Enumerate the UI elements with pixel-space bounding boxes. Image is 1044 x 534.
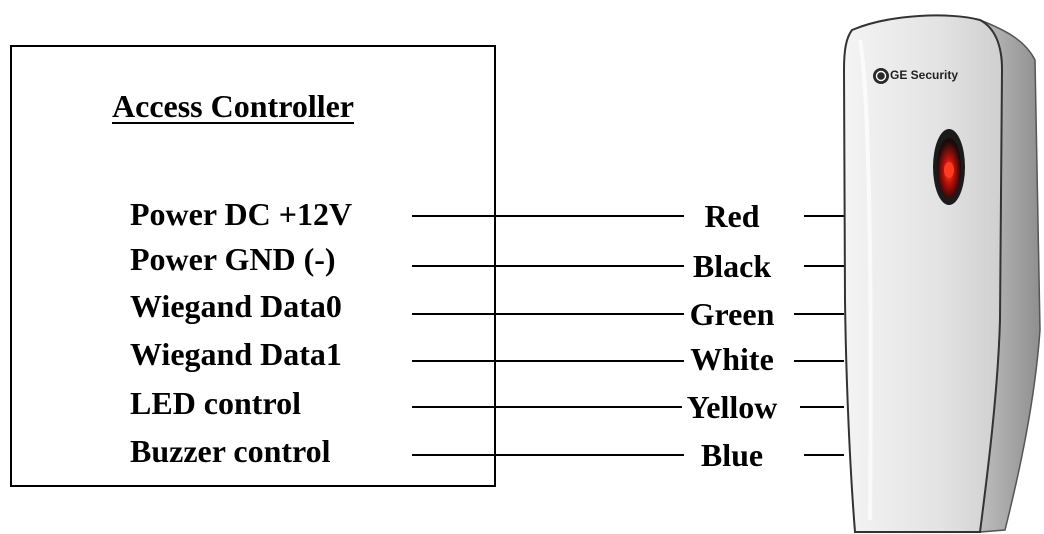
wire-line-green (412, 313, 684, 315)
wire-stub-blue (804, 454, 844, 456)
wire-color-green: Green (689, 296, 775, 332)
wire-color-white: White (690, 341, 774, 377)
terminal-label-led-control: LED control (130, 385, 301, 421)
terminal-label-buzzer-control: Buzzer control (130, 433, 331, 469)
terminal-label-power-dc: Power DC +12V (130, 196, 353, 232)
wire-line-blue (412, 454, 684, 456)
wire-color-yellow: Yellow (686, 389, 778, 425)
card-reader-device (842, 14, 1041, 533)
wire-stub-red (804, 215, 844, 217)
wire-color-black: Black (692, 248, 772, 284)
wire-stub-black (804, 265, 844, 267)
wire-line-red (412, 215, 684, 217)
ge-logo-icon (873, 68, 889, 84)
wire-color-blue: Blue (700, 437, 764, 473)
wire-line-black (412, 265, 684, 267)
wire-line-yellow (412, 406, 682, 408)
wire-stub-white (794, 360, 844, 362)
wire-stub-green (794, 313, 844, 315)
terminal-label-wiegand-data1: Wiegand Data1 (130, 336, 342, 372)
wire-line-white (412, 360, 684, 362)
terminal-label-power-gnd: Power GND (-) (130, 241, 336, 277)
wire-stub-yellow (800, 406, 844, 408)
reader-brand-label: GE Security (890, 68, 959, 82)
terminal-label-wiegand-data0: Wiegand Data0 (130, 288, 342, 324)
wire-color-red: Red (704, 198, 760, 234)
controller-title: Access Controller (112, 88, 354, 124)
